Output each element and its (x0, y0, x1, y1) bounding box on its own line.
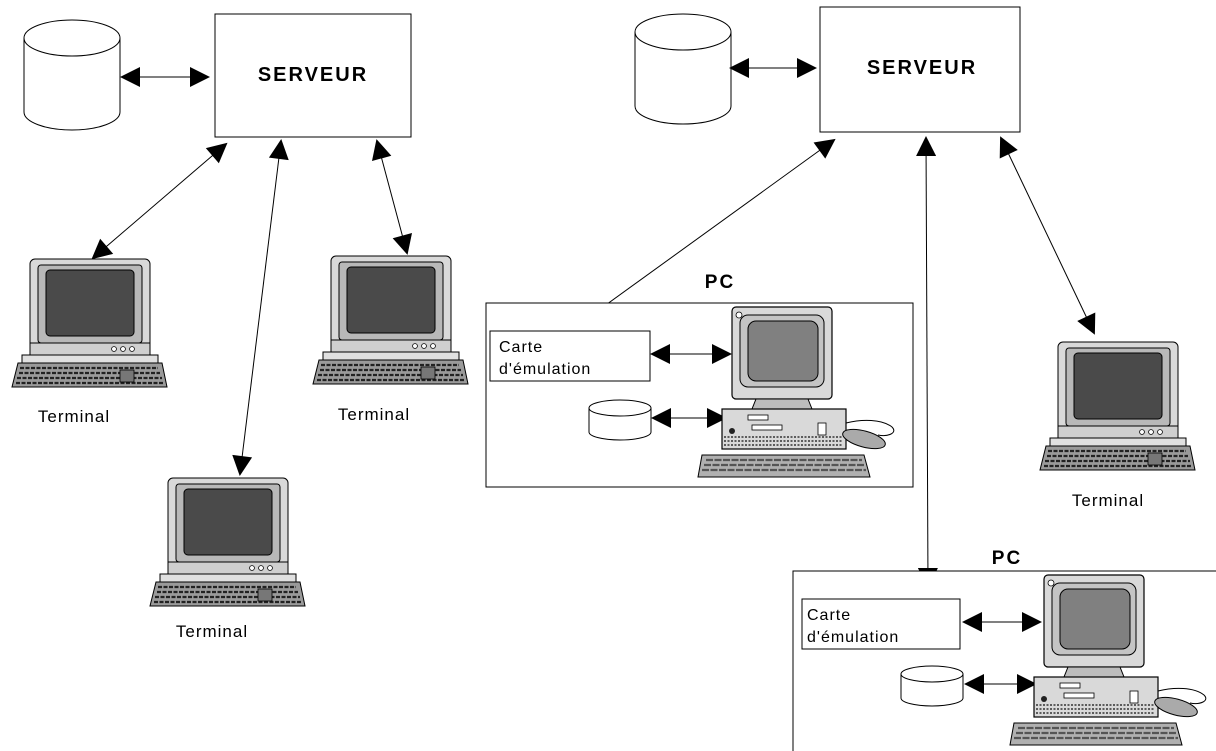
terminal-icon (148, 476, 307, 608)
right-network: SERVEUR PC Carte d'émulation Terminal PC… (485, 6, 1216, 751)
arrow-icon (999, 136, 1096, 335)
server-label: SERVEUR (867, 57, 977, 79)
emulation-card-label-line2: d'émulation (807, 629, 899, 646)
arrow-icon (232, 139, 289, 476)
emulation-card-label-line2: d'émulation (499, 361, 591, 378)
arrow-icon (91, 142, 228, 260)
database-icon (23, 19, 121, 131)
server-box (214, 13, 412, 138)
terminal-label: Terminal (1072, 491, 1144, 510)
pc-title: PC (705, 272, 735, 293)
pc-title: PC (992, 548, 1022, 569)
emulation-card-label-line1: Carte (807, 607, 851, 624)
terminal-icon (10, 257, 169, 389)
pc-group: PC Carte d'émulation (485, 272, 914, 488)
arrow-icon (916, 136, 938, 588)
pc-group: PC Carte d'émulation (792, 548, 1216, 751)
left-network: SERVEUR Terminal Terminal Terminal (10, 13, 470, 641)
emulation-card-box (489, 330, 651, 382)
terminal-label: Terminal (38, 407, 110, 426)
database-icon (588, 399, 652, 441)
emulation-card-label-line1: Carte (499, 339, 543, 356)
terminal-icon (311, 254, 470, 386)
terminal-label: Terminal (338, 405, 410, 424)
terminal-label: Terminal (176, 622, 248, 641)
database-icon (634, 13, 732, 125)
arrow-icon (572, 138, 836, 330)
arrow-icon (371, 139, 413, 255)
server-label: SERVEUR (258, 64, 368, 86)
emulation-card-box (801, 598, 961, 650)
server-box (819, 6, 1021, 133)
database-icon (900, 665, 964, 707)
terminal-icon (1038, 340, 1197, 472)
